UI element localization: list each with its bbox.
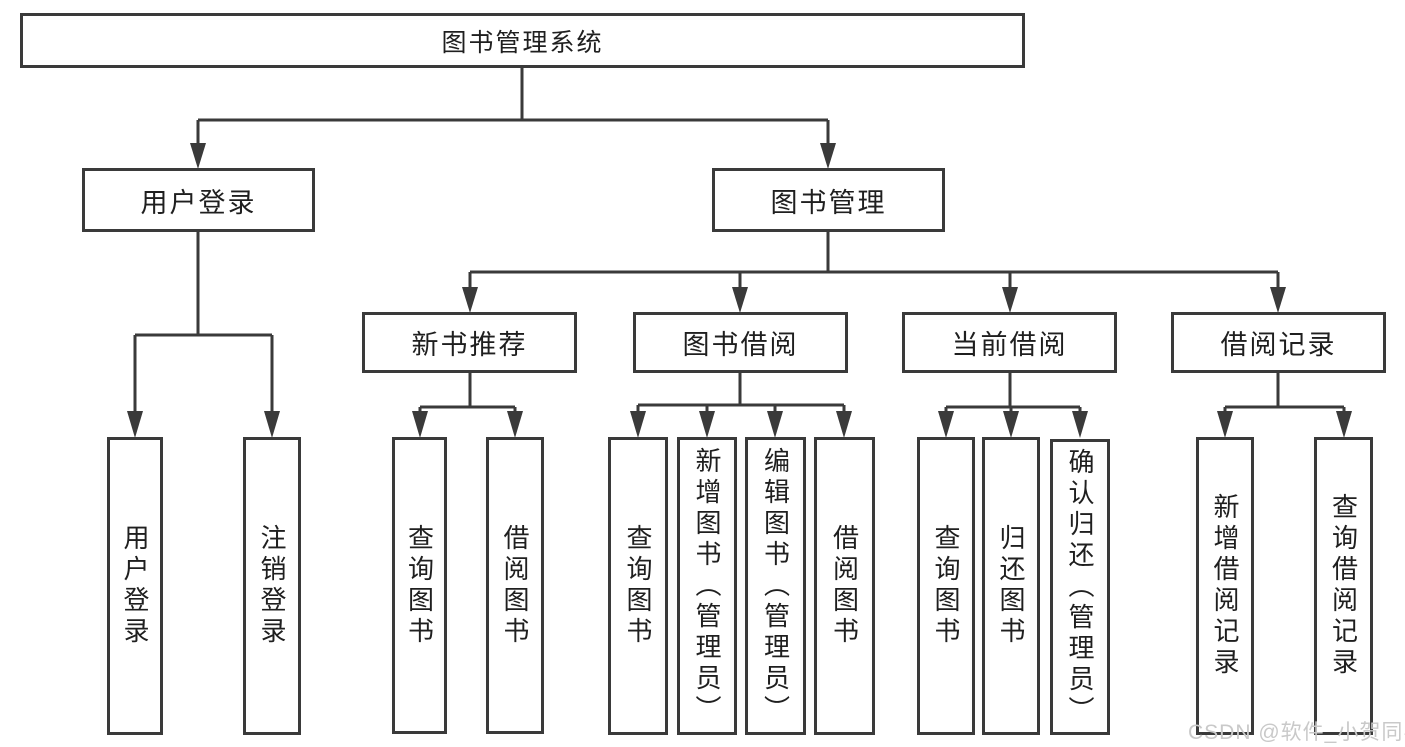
leaf-query-books-borrowing: 查询图书 [608,437,668,735]
leaf-query-books-current: 查询图书 [917,437,975,735]
leaf-user-login: 用户登录 [107,437,163,735]
leaf-query-books-recommend: 查询图书 [392,437,447,734]
leaf-borrow-books-borrowing: 借阅图书 [814,437,875,735]
node-current-borrowing: 当前借阅 [902,312,1117,373]
leaf-borrow-books-recommend: 借阅图书 [486,437,544,734]
connector-new-book-to-leaves [412,373,523,438]
leaf-logout: 注销登录 [243,437,301,735]
connector-borrow-record-to-leaves [1217,373,1352,438]
node-new-book-recommend: 新书推荐 [362,312,577,373]
leaf-query-borrow-record: 查询借阅记录 [1314,437,1373,735]
connector-user-login-to-leaves [127,232,280,438]
connector-book-borrow-to-leaves [630,373,852,438]
leaf-confirm-return-admin: 确认归还（管理员） [1050,439,1110,735]
node-book-borrowing: 图书借阅 [633,312,848,373]
connector-current-borrow-to-leaves [938,373,1088,438]
node-library-management-system: 图书管理系统 [20,13,1025,68]
connector-book-mgmt-to-level3 [462,232,1286,313]
leaf-add-borrow-record: 新增借阅记录 [1196,437,1254,735]
leaf-edit-book-admin: 编辑图书（管理员） [745,437,806,735]
connector-root-to-level2 [190,68,836,169]
csdn-watermark: CSDN @软件_小贺同学 [1188,721,1405,744]
node-borrowing-records: 借阅记录 [1171,312,1386,373]
leaf-return-book: 归还图书 [982,437,1040,735]
node-user-login: 用户登录 [82,168,315,232]
node-book-management: 图书管理 [712,168,945,232]
leaf-add-book-admin: 新增图书（管理员） [677,437,737,735]
